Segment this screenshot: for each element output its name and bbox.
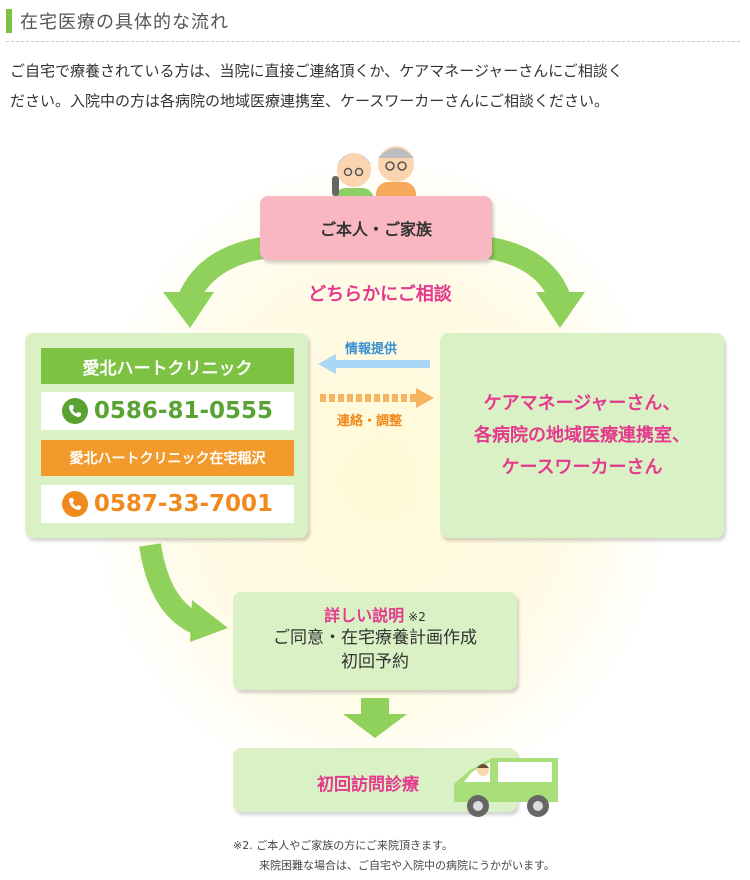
header-divider bbox=[6, 41, 740, 42]
footnote-line-2: 来院困難な場合は、ご自宅や入院中の病院にうかがいます。 bbox=[259, 859, 555, 872]
clinic2-phone-number: 0587-33-7001 bbox=[93, 491, 274, 517]
care-line-1: ケアマネージャーさん、 bbox=[483, 392, 681, 414]
clinic1-phone-link[interactable]: 0586-81-0555 bbox=[41, 392, 294, 430]
footnote-line-1: ※2. ご本人やご家族の方にご来院頂きます。 bbox=[233, 839, 453, 852]
visit-label: 初回訪問診療 bbox=[317, 775, 419, 795]
info-label: 情報提供 bbox=[345, 342, 398, 357]
explain-title: 詳しい説明 bbox=[324, 606, 405, 625]
header-accent-bar bbox=[6, 9, 12, 33]
explain-line-1: ご同意・在宅療養計画作成 bbox=[273, 628, 477, 648]
renraku-arrow bbox=[320, 388, 434, 408]
clinic-panel: 愛北ハートクリニック 0586-81-0555 愛北ハートクリニック在宅稲沢 0… bbox=[25, 333, 308, 538]
clinic1-name: 愛北ハートクリニック bbox=[41, 348, 294, 384]
family-box: ご本人・ご家族 bbox=[260, 196, 492, 260]
phone-icon bbox=[61, 398, 88, 424]
clinic1-phone-number: 0586-81-0555 bbox=[93, 398, 274, 424]
section-header: 在宅医療の具体的な流れ bbox=[6, 8, 229, 34]
explain-line-2: 初回予約 bbox=[341, 652, 409, 672]
arrow-to-visit bbox=[343, 698, 407, 738]
info-arrow bbox=[318, 354, 430, 374]
renraku-label: 連絡・調整 bbox=[337, 414, 403, 429]
footnote: ※2. ご本人やご家族の方にご来院頂きます。 来院困難な場合は、ご自宅や入院中の… bbox=[233, 836, 555, 876]
care-line-3: ケースワーカーさん bbox=[501, 456, 663, 478]
clinic2-phone-link[interactable]: 0587-33-7001 bbox=[41, 485, 294, 523]
intro-line-2: ださい。入院中の方は各病院の地域医療連携室、ケースワーカーさんにご相談ください。 bbox=[10, 92, 609, 110]
family-label: ご本人・ご家族 bbox=[319, 220, 432, 239]
arrow-to-clinic bbox=[163, 237, 265, 328]
arrow-to-care bbox=[487, 237, 585, 328]
consult-label: どちらかにご相談 bbox=[308, 284, 452, 305]
explain-title-row: 詳しい説明※2 bbox=[233, 602, 517, 626]
care-text: ケアマネージャーさん、 各病院の地域医療連携室、 ケースワーカーさん bbox=[474, 388, 690, 484]
explain-note-mark: ※2 bbox=[408, 610, 426, 624]
clinic2-name: 愛北ハートクリニック在宅稲沢 bbox=[41, 440, 294, 476]
care-line-2: 各病院の地域医療連携室、 bbox=[474, 424, 690, 446]
phone-icon bbox=[61, 491, 88, 517]
intro-line-1: ご自宅で療養されている方は、当院に直接ご連絡頂くか、ケアマネージャーさんにご相談… bbox=[10, 62, 623, 80]
arrow-to-explain bbox=[139, 543, 228, 642]
explain-box: 詳しい説明※2 ご同意・在宅療養計画作成 初回予約 bbox=[233, 592, 517, 690]
section-title: 在宅医療の具体的な流れ bbox=[20, 12, 229, 33]
doctor-van-icon bbox=[454, 758, 558, 817]
intro-paragraph: ご自宅で療養されている方は、当院に直接ご連絡頂くか、ケアマネージャーさんにご相談… bbox=[10, 56, 740, 116]
care-panel: ケアマネージャーさん、 各病院の地域医療連携室、 ケースワーカーさん bbox=[440, 333, 724, 538]
